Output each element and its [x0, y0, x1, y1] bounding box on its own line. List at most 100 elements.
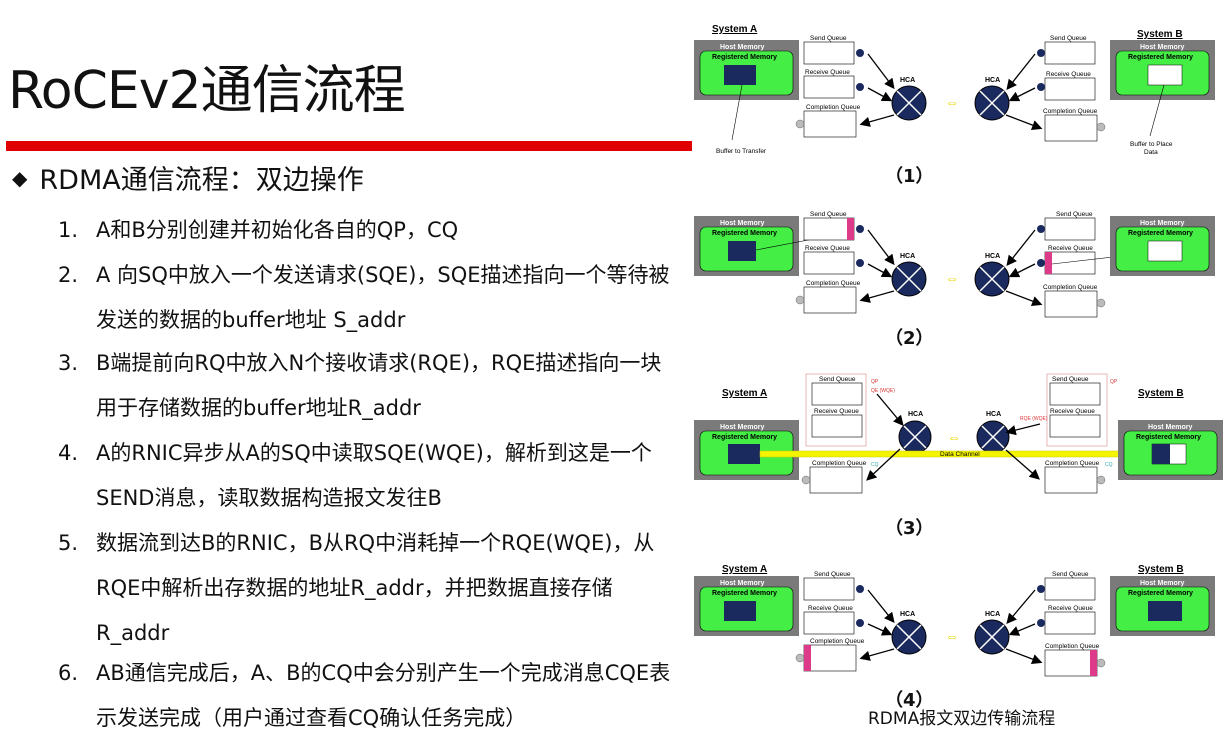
- hca-label: HCA: [900, 253, 915, 260]
- section-heading: ◆ RDMA通信流程：双边操作: [12, 158, 364, 197]
- system-a-label: System A: [722, 564, 767, 575]
- step-text: A和B分别创建并初始化各自的QP，CQ: [96, 218, 459, 242]
- hca-label: HCA: [985, 253, 1000, 260]
- cqe-marker: [804, 645, 811, 671]
- step-item: 5.数据流到达B的RNIC，B从RQ中消耗掉一个RQE(WQE)，从RQE中解析…: [58, 521, 678, 651]
- step-list: 1.A和B分别创建并初始化各自的QP，CQ 2.A 向SQ中放入一个发送请求(S…: [58, 208, 678, 741]
- panel-3: System A System B Host Memory Registered…: [694, 373, 1223, 494]
- panel-2: Host Memory Registered Memory Send Queue…: [694, 211, 1215, 318]
- send-queue-label: Send Queue: [1052, 571, 1089, 578]
- buffer-box: [724, 65, 756, 85]
- registered-memory-label: Registered Memory: [1128, 230, 1193, 237]
- send-queue-label: Send Queue: [1056, 211, 1093, 218]
- qp-tag: QP: [1110, 379, 1118, 385]
- registered-memory-label: Registered Memory: [712, 590, 777, 597]
- step-text: A 向SQ中放入一个发送请求(SQE)，SQE描述指向一个等待被发送的数据的bu…: [96, 263, 670, 332]
- send-queue-label: Send Queue: [1050, 35, 1087, 42]
- host-memory-label: Host Memory: [720, 580, 764, 587]
- cq-tag: CQ: [1105, 462, 1113, 468]
- pointer-line: [731, 84, 743, 141]
- panel-4: System A System B Host Memory Registered…: [694, 564, 1215, 677]
- rqe-wqe-tag: RQE (WQE): [1020, 416, 1048, 422]
- hca-label: HCA: [986, 411, 1001, 418]
- cq-dot: [795, 119, 805, 129]
- receive-queue-label: Receive Queue: [805, 245, 850, 252]
- completion-queue-label: Completion Queue: [1043, 108, 1098, 115]
- send-queue-label: Send Queue: [1052, 376, 1089, 383]
- receive-queue-label: Receive Queue: [1048, 245, 1093, 252]
- registered-memory-label: Registered Memory: [712, 434, 777, 441]
- receive-queue-label: Receive Queue: [808, 605, 853, 612]
- step-item: 3. B端提前向RQ中放入N个接收请求(RQE)，RQE描述指向一块用于存储数据的…: [58, 341, 678, 431]
- hca-label: HCA: [908, 411, 923, 418]
- rdma-diagram: System A Host Memory Registered Memory B…: [694, 24, 1223, 677]
- receive-queue-label: Receive Queue: [1048, 605, 1093, 612]
- panel-label-1: （1）: [885, 166, 934, 187]
- host-memory-label: Host Memory: [720, 44, 764, 51]
- host-memory-label: Host Memory: [720, 424, 764, 431]
- completion-queue-label: Completion Queue: [1045, 643, 1100, 650]
- send-queue-box: [1044, 41, 1096, 65]
- page-title: RoCEv2通信流程: [8, 61, 406, 121]
- panel-1: System A Host Memory Registered Memory B…: [694, 24, 1215, 156]
- step-number: 4.: [58, 441, 79, 465]
- receive-queue-label: Receive Queue: [1050, 408, 1095, 415]
- completion-queue-box: [803, 110, 857, 138]
- send-queue-label: Send Queue: [819, 376, 856, 383]
- qe-wqe-tag: QE (WQE): [871, 388, 895, 394]
- send-queue-label: Send Queue: [814, 571, 851, 578]
- send-queue-label: Send Queue: [810, 35, 847, 42]
- receive-queue-label: Receive Queue: [805, 69, 850, 76]
- hca-label: HCA: [985, 77, 1000, 84]
- sq-dot: [856, 49, 864, 57]
- system-a-label: System A: [722, 388, 767, 399]
- host-memory-label: Host Memory: [1140, 580, 1184, 587]
- panel-label-3: （3）: [885, 518, 934, 539]
- host-memory-label: Host Memory: [1148, 424, 1192, 431]
- step-text: A的RNIC异步从A的SQ中读取SQE(WQE)，解析到这是一个SEND消息，读…: [96, 441, 652, 510]
- figure-caption: RDMA报文双边传输流程: [868, 709, 1056, 729]
- step-item: 6. AB通信完成后，A、B的CQ中会分别产生一个完成消息CQE表示发送完成（用户…: [58, 651, 678, 741]
- registered-memory-label: Registered Memory: [712, 54, 777, 61]
- step-text: AB通信完成后，A、B的CQ中会分别产生一个完成消息CQE表示发送完成（用户通过…: [96, 661, 671, 730]
- step-number: 5.: [58, 531, 79, 555]
- completion-queue-label: Completion Queue: [1043, 284, 1098, 291]
- step-item: 1.A和B分别创建并初始化各自的QP，CQ: [58, 208, 678, 253]
- receive-queue-box: [1044, 77, 1096, 101]
- system-b-label: System B: [1138, 388, 1184, 399]
- registered-memory-label: Registered Memory: [1128, 54, 1193, 61]
- buffer-to-transfer-label: Buffer to Transfer: [716, 148, 767, 155]
- diamond-bullet-icon: ◆: [12, 165, 28, 190]
- send-queue-box: [803, 41, 855, 65]
- system-a-label: System A: [712, 24, 757, 35]
- link-arrow-icon: ⇔: [945, 94, 959, 110]
- hca-label: HCA: [985, 611, 1000, 618]
- svg-text:⇔: ⇔: [945, 628, 959, 644]
- section-heading-text: RDMA通信流程：双边操作: [39, 165, 364, 196]
- step-number: 3.: [58, 351, 79, 375]
- step-item: 2.A 向SQ中放入一个发送请求(SQE)，SQE描述指向一个等待被发送的数据的…: [58, 253, 678, 341]
- receive-queue-label: Receive Queue: [814, 408, 859, 415]
- hca-label: HCA: [900, 611, 915, 618]
- registered-memory-label: Registered Memory: [712, 230, 777, 237]
- step-number: 6.: [58, 661, 79, 685]
- completion-queue-label: Completion Queue: [806, 104, 861, 111]
- system-b-label: System B: [1138, 564, 1184, 575]
- cqe-marker: [1090, 650, 1097, 676]
- qp-tag: QP: [871, 379, 879, 385]
- system-b-label: System B: [1137, 29, 1183, 40]
- svg-text:⇔: ⇔: [945, 270, 959, 286]
- completion-queue-label: Completion Queue: [1045, 460, 1100, 467]
- receive-queue-box: [803, 75, 855, 99]
- completion-queue-label: Completion Queue: [812, 460, 867, 467]
- buffer-to-place-label: Buffer to Place: [1130, 141, 1173, 148]
- hca-label: HCA: [900, 77, 915, 84]
- registered-memory-label: Registered Memory: [1136, 434, 1201, 441]
- completion-queue-label: Completion Queue: [810, 638, 865, 645]
- host-memory-label: Host Memory: [720, 220, 764, 227]
- svg-text:⇔: ⇔: [947, 429, 961, 445]
- registered-memory-label: Registered Memory: [1128, 590, 1193, 597]
- host-memory-label: Host Memory: [1140, 220, 1184, 227]
- step-text: B端提前向RQ中放入N个接收请求(RQE)，RQE描述指向一块用于存储数据的bu…: [96, 351, 662, 420]
- title-underline: [6, 141, 692, 151]
